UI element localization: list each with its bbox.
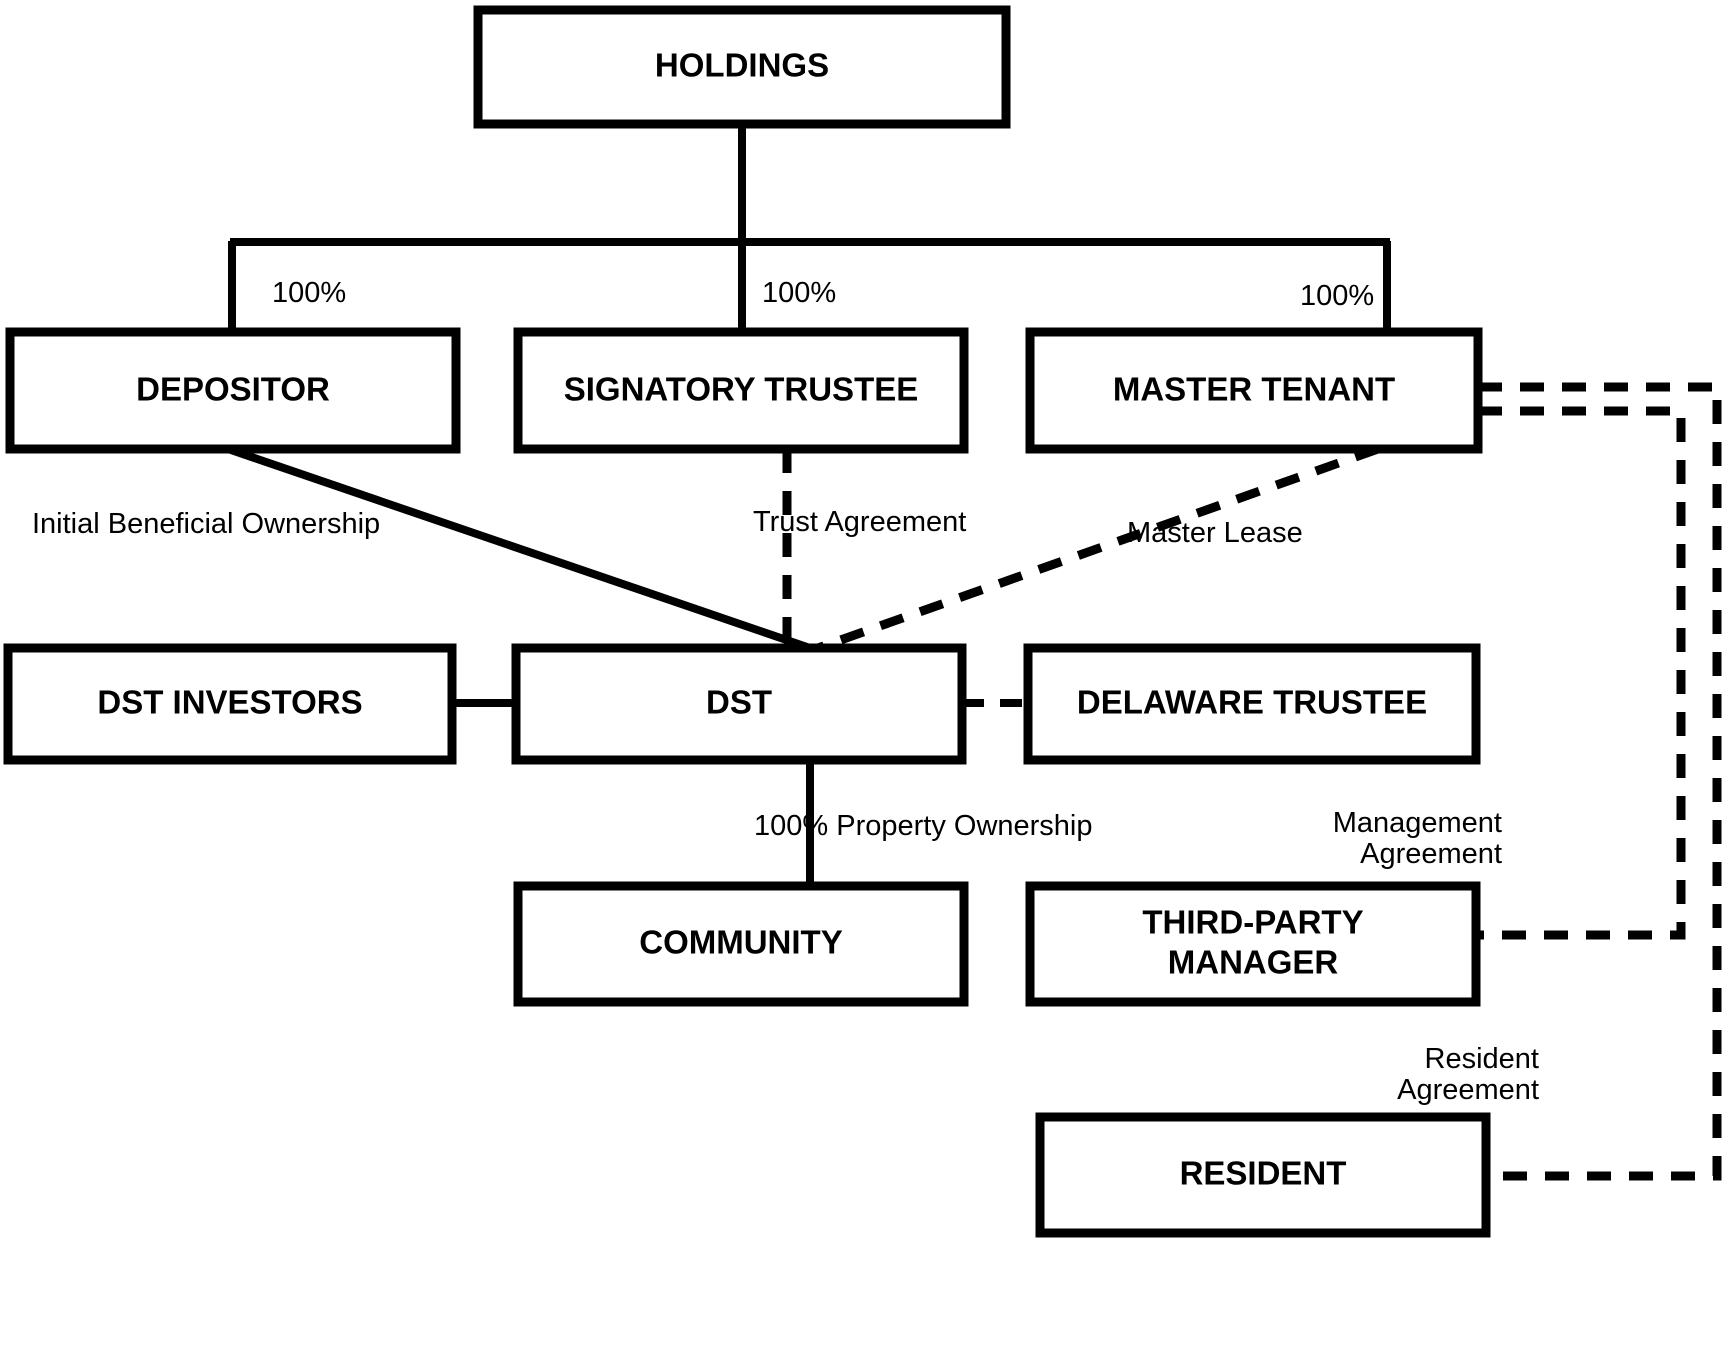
node-third-party-manager-box [1025, 881, 1481, 1007]
node-third-party-manager-label-line2: MANAGER [1168, 944, 1339, 981]
edge-depositor-to-dst [226, 445, 812, 652]
node-holdings-box [473, 5, 1011, 129]
node-third-party-manager-label-line1: THIRD-PARTY [1142, 904, 1363, 941]
node-community-label: COMMUNITY [639, 924, 842, 961]
node-dst-investors[interactable]: DST INVESTORS [3, 643, 457, 765]
node-master-tenant-label: MASTER TENANT [1113, 371, 1395, 408]
node-resident-box [1035, 1112, 1491, 1238]
edge-label-trust-agreement: Trust Agreement [753, 506, 966, 538]
node-holdings-label: HOLDINGS [655, 47, 829, 84]
node-holdings[interactable]: HOLDINGS [473, 5, 1011, 129]
node-signatory-trustee-label: SIGNATORY TRUSTEE [564, 371, 919, 408]
node-dst-label: DST [706, 684, 772, 721]
edge-label-management-agreement-line2: Agreement [1360, 838, 1502, 870]
node-dst[interactable]: DST [511, 643, 967, 765]
node-delaware-trustee[interactable]: DELAWARE TRUSTEE [1023, 643, 1481, 765]
node-master-tenant[interactable]: MASTER TENANT [1025, 327, 1483, 454]
node-master-tenant-box [1025, 327, 1483, 454]
node-community-box [513, 881, 969, 1007]
edge-master-tenant-to-resident [1478, 382, 1722, 1181]
node-third-party-manager[interactable]: THIRD-PARTY MANAGER [1025, 881, 1481, 1007]
node-delaware-trustee-label: DELAWARE TRUSTEE [1077, 684, 1427, 721]
edge-label-ownership-signatory: 100% [762, 277, 836, 309]
node-community[interactable]: COMMUNITY [513, 881, 969, 1007]
node-depositor-box [5, 327, 461, 454]
node-resident[interactable]: RESIDENT [1035, 1112, 1491, 1238]
node-dst-investors-label: DST INVESTORS [97, 684, 362, 721]
node-depositor[interactable]: DEPOSITOR [5, 327, 461, 454]
node-dst-investors-box [3, 643, 457, 765]
edge-label-ownership-master-tenant: 100% [1300, 280, 1374, 312]
edge-label-ownership-depositor: 100% [272, 277, 346, 309]
node-signatory-trustee[interactable]: SIGNATORY TRUSTEE [513, 327, 969, 454]
node-dst-box [511, 643, 967, 765]
edge-master-tenant-to-third-party-manager [1478, 406, 1686, 940]
edge-label-initial-beneficial-ownership: Initial Beneficial Ownership [32, 508, 380, 540]
node-signatory-trustee-box [513, 327, 969, 454]
edge-label-management-agreement-line1: Management [1333, 807, 1502, 839]
node-resident-label: RESIDENT [1180, 1155, 1347, 1192]
edge-label-resident-agreement-line1: Resident [1425, 1043, 1539, 1075]
edge-label-resident-agreement-line2: Agreement [1397, 1074, 1539, 1106]
node-delaware-trustee-box [1023, 643, 1481, 765]
node-depositor-label: DEPOSITOR [136, 371, 330, 408]
edge-master-tenant-to-dst [816, 444, 1380, 653]
edge-label-master-lease: Master Lease [1127, 517, 1303, 549]
edge-label-property-ownership: 100% Property Ownership [754, 810, 1093, 842]
